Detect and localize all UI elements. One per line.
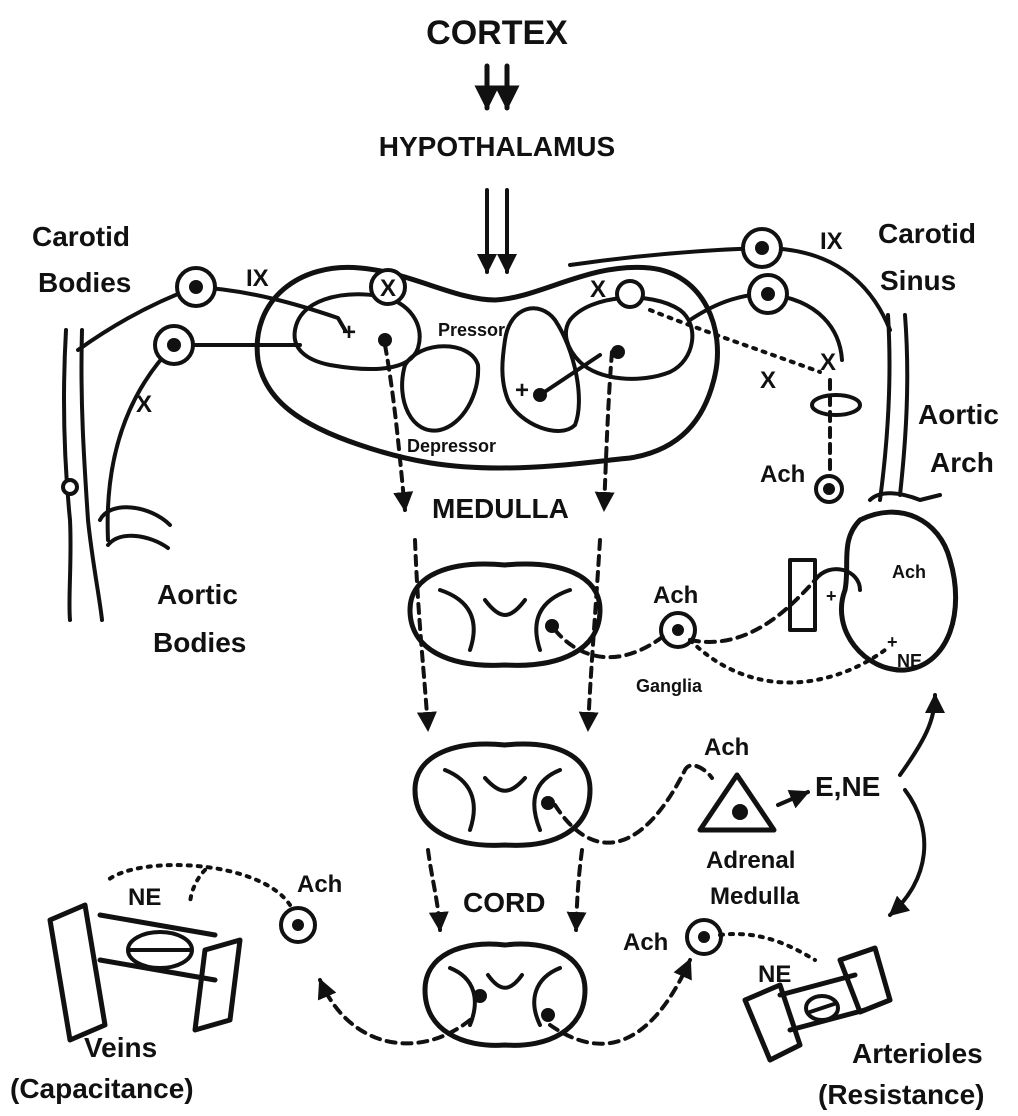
left-nucleus: [295, 294, 420, 369]
x-right-efferent: [650, 310, 820, 372]
ach-arterioles-label: Ach: [623, 929, 668, 956]
medulla-label: MEDULLA: [432, 493, 569, 524]
cortex-label: CORTEX: [426, 14, 568, 52]
hormone-to-arterioles-arrow: [890, 790, 924, 915]
adrenal-label-2: Medulla: [710, 883, 800, 910]
aortic-bodies-label-2: Bodies: [153, 627, 246, 658]
aortic-bodies-label-1: Aortic: [157, 579, 238, 610]
ganglion-arterioles-cell: [698, 931, 710, 943]
cortex-to-hypothalamus-arrows: [487, 66, 507, 108]
ganglion-heart-cell: [672, 624, 684, 636]
adrenal-label-1: Adrenal: [706, 847, 795, 874]
heart-plus-2: +: [887, 632, 898, 652]
arterioles-label-1: Arterioles: [852, 1038, 983, 1069]
e-ne-label: E,NE: [815, 771, 880, 802]
ach-ganglia-label: Ach: [653, 582, 698, 609]
x-circle-label: X: [380, 275, 396, 302]
x-right-label-1: X: [590, 276, 606, 303]
cord-label: CORD: [463, 887, 545, 918]
postganglionic-heart-1: [690, 580, 815, 642]
x-right-label-2: X: [760, 367, 776, 394]
x-left-nerve: [108, 345, 300, 540]
cord-section-3: [425, 944, 585, 1045]
cord-section-1: [410, 564, 600, 665]
postganglionic-veins-branch: [190, 870, 205, 905]
ix-right-ganglion-cell: [755, 241, 769, 255]
left-carotid-artery: [63, 330, 170, 620]
pressor-label: Pressor: [438, 320, 505, 340]
ach-heart-label: Ach: [892, 562, 926, 582]
preganglionic-adrenal: [555, 765, 712, 842]
ganglion-veins-cell: [292, 919, 304, 931]
descending-right-3: [576, 850, 582, 930]
hypothalamus-label: HYPOTHALAMUS: [379, 131, 615, 162]
ach-vagal-label: Ach: [760, 461, 805, 488]
veins-vessel: [50, 905, 240, 1040]
ix-right-label: IX: [820, 228, 843, 255]
ne-veins-label: NE: [128, 884, 161, 911]
aortic-arch-label-1: Aortic: [918, 399, 999, 430]
cord-section-2: [415, 744, 590, 845]
ach-adrenal-label: Ach: [704, 734, 749, 761]
aortic-arch-label-2: Arch: [930, 447, 994, 478]
carotid-bodies-label-1: Carotid: [32, 221, 130, 252]
carotid-sinus-label-2: Sinus: [880, 265, 956, 296]
heart-plus-1: +: [826, 586, 837, 606]
plus-circle: [617, 281, 643, 307]
carotid-bodies-label-2: Bodies: [38, 267, 131, 298]
vagal-ganglion-cell: [823, 483, 835, 495]
ne-heart-label: NE: [897, 651, 922, 671]
hypothalamus-to-medulla-arrows: [487, 190, 507, 272]
arterioles-label-2: (Resistance): [818, 1079, 985, 1110]
veins-label-2: (Capacitance): [10, 1073, 194, 1104]
x-right-ganglion-cell: [761, 287, 775, 301]
adrenal-gland: [700, 775, 774, 830]
ix-left-ganglion-cell: [189, 280, 203, 294]
x-left-ganglion-cell: [167, 338, 181, 352]
descending-left-3: [428, 850, 440, 930]
veins-label-1: Veins: [84, 1032, 157, 1063]
postganglionic-arterioles: [720, 934, 815, 960]
inhibitory-link: [540, 355, 600, 395]
hormone-to-heart-arrow: [900, 695, 935, 775]
adrenal-output-arrow: [778, 792, 808, 805]
ach-veins-label: Ach: [297, 871, 342, 898]
x-right-label-3: X: [820, 349, 836, 376]
ganglia-label: Ganglia: [636, 676, 703, 696]
ix-left-label: IX: [246, 265, 269, 292]
depressor-label: Depressor: [407, 436, 496, 456]
preganglionic-arterioles: [550, 960, 690, 1044]
adrenal-core: [732, 804, 748, 820]
descending-right-2: [588, 540, 600, 730]
vagus-ring: [812, 395, 860, 415]
right-carotid-artery: [880, 315, 907, 500]
ne-arterioles-label: NE: [758, 961, 791, 988]
preganglionic-veins: [320, 980, 470, 1043]
carotid-sinus-label-1: Carotid: [878, 218, 976, 249]
left-plus-sign: +: [342, 319, 356, 346]
right-plus-sign: +: [515, 377, 529, 404]
